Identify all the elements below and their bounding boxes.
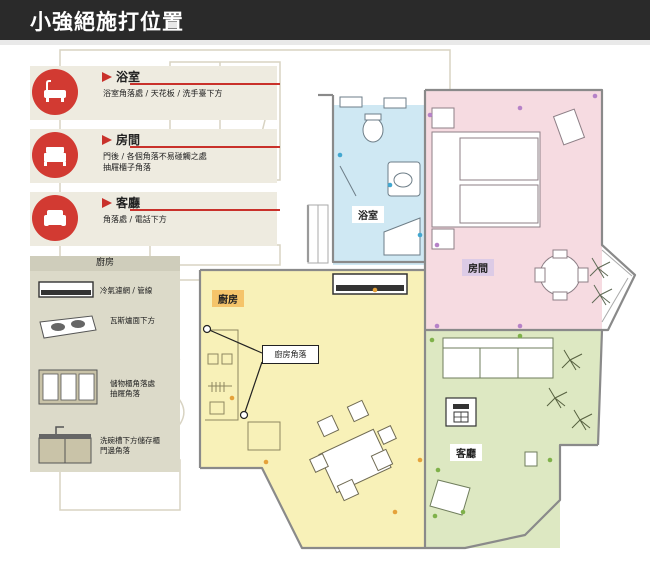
kitchen-legend-panel: 廚房 冷氣濾網 / 管線 瓦斯爐面下方 儲物櫃角落處 抽屜角落 [30, 256, 180, 472]
legend-title: 房間 [116, 133, 141, 147]
room-label-bedroom: 房間 [462, 259, 494, 276]
kitchen-item-text: 冷氣濾網 / 管線 [100, 286, 153, 295]
window-frames [307, 204, 633, 323]
title-divider [0, 40, 650, 45]
kitchen-legend-title: 廚房 [30, 256, 180, 271]
sink-cabinet-icon [38, 426, 92, 464]
bathtub-icon-badge [32, 69, 78, 115]
legend-bathroom: 浴室 浴室角落處 / 天花板 / 洗手臺下方 [30, 66, 280, 120]
legend-title: 客廳 [116, 196, 141, 210]
kitchen-area [200, 270, 425, 548]
legend-arrow [102, 135, 112, 145]
bedroom-plants [589, 257, 613, 306]
page-title: 小強絕施打位置 [30, 10, 184, 34]
air-conditioner-unit [332, 273, 408, 295]
title-banner: 小強絕施打位置 [0, 0, 650, 40]
living-room-area [425, 330, 602, 548]
kitchen-item-text: 瓦斯爐面下方 [110, 316, 155, 325]
walls [198, 88, 637, 550]
bed-icon-badge [32, 132, 78, 178]
living-room-plants [546, 349, 593, 431]
legend-arrow [102, 198, 112, 208]
gas-stove-icon [39, 315, 97, 339]
legend-arrow [102, 72, 112, 82]
legend-title: 浴室 [116, 70, 141, 84]
legend-rule [130, 146, 280, 148]
cabinet-icon [38, 369, 98, 405]
room-label-kitchen: 廚房 [212, 290, 244, 307]
kitchen-item-text: 儲物櫃角落處 抽屜角落 [110, 379, 155, 398]
telephone-icon [445, 397, 477, 427]
legend-rule [130, 209, 280, 211]
legend-description: 門後 / 各個角落不易碰觸之處 抽屜櫃子角落 [103, 152, 207, 172]
dining-set [309, 399, 397, 502]
legend-description: 角落處 / 電話下方 [103, 215, 167, 224]
legend-bedroom: 房間 門後 / 各個角落不易碰觸之處 抽屜櫃子角落 [30, 129, 280, 183]
kitchen-fixtures [205, 329, 281, 451]
kitchen-corner-callout: 廚房角落 [262, 345, 319, 364]
legend-description: 浴室角落處 / 天花板 / 洗手臺下方 [103, 89, 223, 98]
bathtub-icon [44, 80, 66, 102]
living-room-furniture [429, 337, 554, 516]
air-conditioner-icon [38, 281, 94, 298]
kitchen-corner-marker [239, 410, 249, 420]
bathroom-fixtures [339, 96, 421, 256]
legend-rule [130, 83, 280, 85]
kitchen-corner-marker [202, 324, 212, 334]
kitchen-corner-leaders [206, 328, 263, 416]
room-label-living-room: 客廳 [450, 444, 482, 461]
sofa-icon [44, 210, 66, 226]
kitchen-item-text: 洗碗槽下方儲存櫃 門邊角落 [100, 436, 160, 455]
bed-icon [44, 147, 66, 166]
bedroom-furniture [431, 107, 589, 301]
room-label-bathroom: 浴室 [352, 206, 384, 223]
sofa-icon-badge [32, 195, 78, 241]
spray-points [229, 93, 598, 519]
legend-living-room: 客廳 角落處 / 電話下方 [30, 192, 280, 246]
